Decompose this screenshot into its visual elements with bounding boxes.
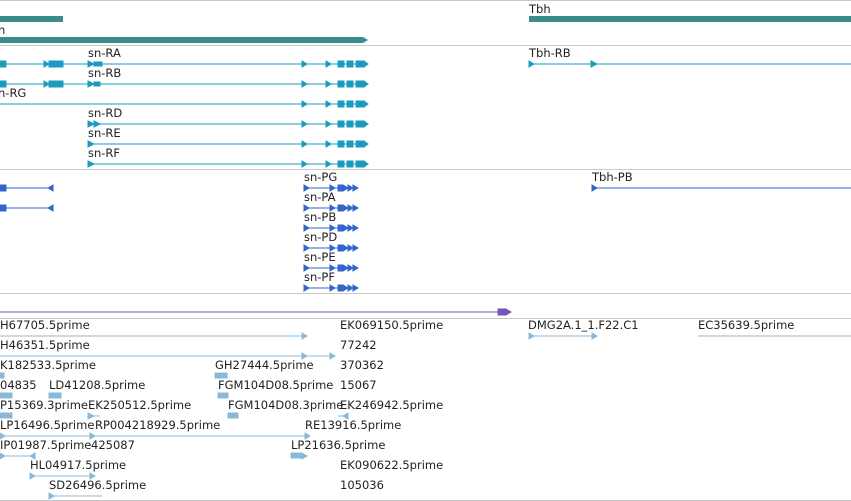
est-label: EK069150.5prime [340, 318, 444, 332]
est-label: 105036 [340, 478, 384, 492]
est-feature[interactable] [217, 392, 229, 399]
transcript-label: n-RG [0, 86, 27, 100]
est-feature[interactable] [0, 412, 13, 419]
gene-label-sn: n [0, 23, 6, 37]
est-label: 425087 [91, 438, 135, 452]
gene-label-tbh: Tbh [529, 2, 551, 16]
est-label: FGM104D08.5prime [218, 378, 334, 392]
est-label: K182533.5prime [0, 358, 96, 372]
track-divider [0, 0, 851, 1]
protein-label-tbh: Tbh-PB [592, 170, 633, 184]
est-label: 370362 [340, 358, 384, 372]
track-divider [0, 45, 851, 46]
protein-row[interactable] [303, 264, 359, 272]
protein-row[interactable] [303, 224, 359, 232]
est-label: IP01987.5prime [0, 438, 92, 452]
protein-label: sn-PA [304, 190, 336, 204]
transcript-label-tbh: Tbh-RB [529, 46, 571, 60]
est-label: 04835 [0, 378, 37, 392]
est-label: EC35639.5prime [698, 318, 795, 332]
protein-row-tbh[interactable] [591, 184, 851, 192]
gene-track [0, 16, 851, 43]
transcript-row[interactable] [87, 160, 369, 168]
est-label: LD41208.5prime [49, 378, 146, 392]
est-label: EK250512.5prime [88, 398, 192, 412]
transcript-row[interactable] [87, 140, 369, 148]
transcript-row-tbh[interactable] [528, 60, 851, 68]
protein-row[interactable] [0, 184, 54, 192]
transcript-row[interactable] [87, 120, 369, 128]
est-label: 77242 [340, 338, 377, 352]
protein-row[interactable] [303, 284, 359, 292]
est-feature[interactable] [0, 372, 5, 379]
est-label: RE13916.5prime [305, 418, 402, 432]
est-label: GH27444.5prime [215, 358, 314, 372]
est-label: DMG2A.1_1.F22.C1 [528, 318, 639, 332]
est-label: 15067 [340, 378, 377, 392]
est-label: RP004218929.5prime [95, 418, 221, 432]
transcript-label: sn-RA [88, 46, 121, 60]
transcript-row[interactable] [0, 100, 369, 108]
est-feature[interactable] [48, 392, 62, 399]
protein-row[interactable] [303, 244, 359, 252]
protein-label: sn-PG [304, 170, 338, 184]
gene-bar-left-short[interactable] [0, 16, 63, 22]
est-label: H46351.5prime [0, 338, 90, 352]
protein-label: sn-PE [304, 250, 336, 264]
gene-bar-sn-arrow [363, 37, 368, 43]
est-label: LP16496.5prime [0, 418, 95, 432]
est-feature[interactable] [214, 372, 228, 379]
protein-row[interactable] [303, 204, 359, 212]
gene-bar-sn[interactable] [0, 37, 363, 43]
est-label: EK090622.5prime [340, 458, 444, 472]
est-label: P15369.3prime [0, 398, 88, 412]
protein-row[interactable] [303, 184, 359, 192]
track-divider [0, 169, 851, 170]
est-track [0, 332, 851, 500]
gene-bar-tbh[interactable] [529, 16, 851, 22]
transcript-row[interactable] [0, 80, 369, 88]
est-label: LP21636.5prime [291, 438, 386, 452]
est-label: FGM104D08.3prime [228, 398, 344, 412]
protein-track [0, 184, 851, 292]
transcript-track [0, 60, 851, 168]
protein-row[interactable] [0, 204, 54, 212]
est-label: EK246942.5prime [340, 398, 444, 412]
est-feature[interactable] [290, 452, 302, 459]
protein-label: sn-PF [304, 270, 335, 284]
track-divider [0, 318, 851, 319]
track-divider [0, 293, 851, 294]
transcript-label: sn-RF [88, 146, 121, 160]
est-label: HL04917.5prime [30, 458, 127, 472]
protein-label: sn-PB [304, 210, 337, 224]
est-label: H67705.5prime [0, 318, 90, 332]
transcript-row[interactable] [0, 60, 369, 68]
est-feature[interactable] [227, 412, 239, 419]
transcript-label: sn-RD [88, 106, 123, 120]
est-label: SD26496.5prime [49, 478, 147, 492]
protein-label: sn-PD [304, 230, 338, 244]
ncrna-track[interactable] [0, 308, 512, 316]
transcript-label: sn-RE [88, 126, 121, 140]
transcript-label: sn-RB [88, 66, 122, 80]
